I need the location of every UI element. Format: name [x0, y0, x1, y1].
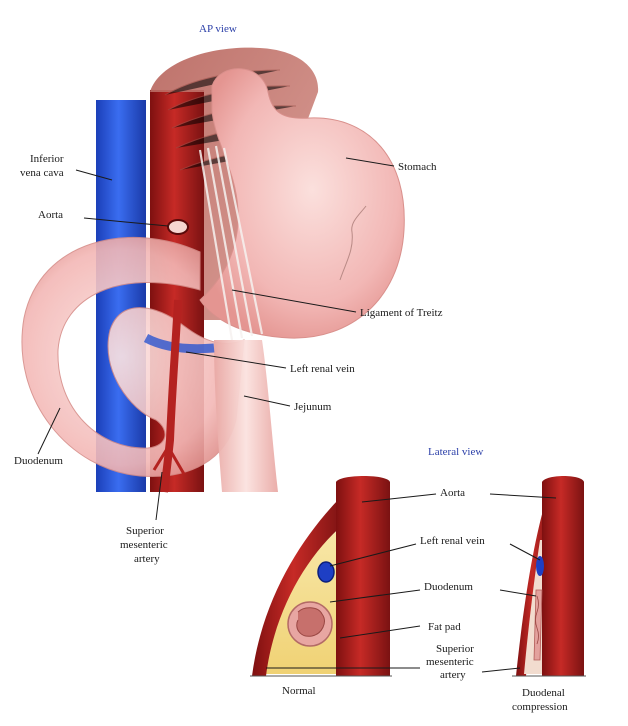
aorta-opening: [167, 219, 189, 235]
lateral-view-title: Lateral view: [428, 446, 483, 458]
duodenum-organ: [21, 236, 245, 478]
label-fat-pad: Fat pad: [428, 621, 461, 633]
compression-duodenum-fold: [535, 595, 539, 645]
artist-signature: [339, 205, 367, 281]
label-lateral-duodenum: Duodenum: [424, 581, 473, 593]
label-ap-left-renal-vein: Left renal vein: [290, 363, 355, 375]
treitz-ligament: [198, 145, 264, 341]
normal-aorta-vessel: [336, 476, 390, 676]
normal-sma-vessel: [252, 500, 344, 676]
label-lateral-aorta: Aorta: [440, 487, 465, 499]
label-ap-duodenum: Duodenum: [14, 455, 63, 467]
label-stomach: Stomach: [398, 161, 437, 173]
ivc-vessel: [96, 100, 146, 492]
compression-left-renal-vein: [536, 556, 544, 576]
label-ap-sma-line1: Superior: [126, 525, 164, 537]
lateral-compression-illustration: [512, 476, 586, 677]
label-lateral-sma-line1: Superior: [436, 643, 474, 655]
label-compression-line1: Duodenal: [522, 687, 565, 699]
label-ivc-line2: vena cava: [20, 167, 64, 179]
jejunum-organ: [214, 340, 278, 492]
label-ap-sma-line3: artery: [134, 553, 160, 565]
compression-duodenum: [533, 589, 543, 661]
ap-view-title: AP view: [199, 23, 237, 35]
label-treitz: Ligament of Treitz: [360, 307, 443, 319]
normal-left-renal-vein: [317, 561, 335, 583]
label-lateral-sma-line3: artery: [440, 669, 466, 681]
label-ivc-line1: Inferior: [30, 153, 64, 165]
label-jejunum: Jejunum: [294, 401, 332, 413]
label-lateral-sma-line2: mesenteric: [426, 656, 474, 668]
label-lateral-left-renal-vein: Left renal vein: [420, 535, 485, 547]
label-ap-aorta: Aorta: [38, 209, 63, 221]
ap-view-illustration: [21, 47, 405, 493]
label-normal: Normal: [282, 685, 316, 697]
sma-vessel: [160, 299, 182, 493]
label-ap-sma-line2: mesenteric: [120, 539, 168, 551]
ap-leader-lines: [37, 157, 395, 521]
lateral-leader-lines: [266, 493, 557, 673]
sma-branches: [152, 443, 186, 475]
compression-aorta-vessel: [542, 476, 584, 676]
label-compression-line2: compression: [512, 701, 568, 713]
lateral-normal-illustration: [250, 476, 392, 677]
normal-duodenum-mucosa: [296, 607, 325, 637]
